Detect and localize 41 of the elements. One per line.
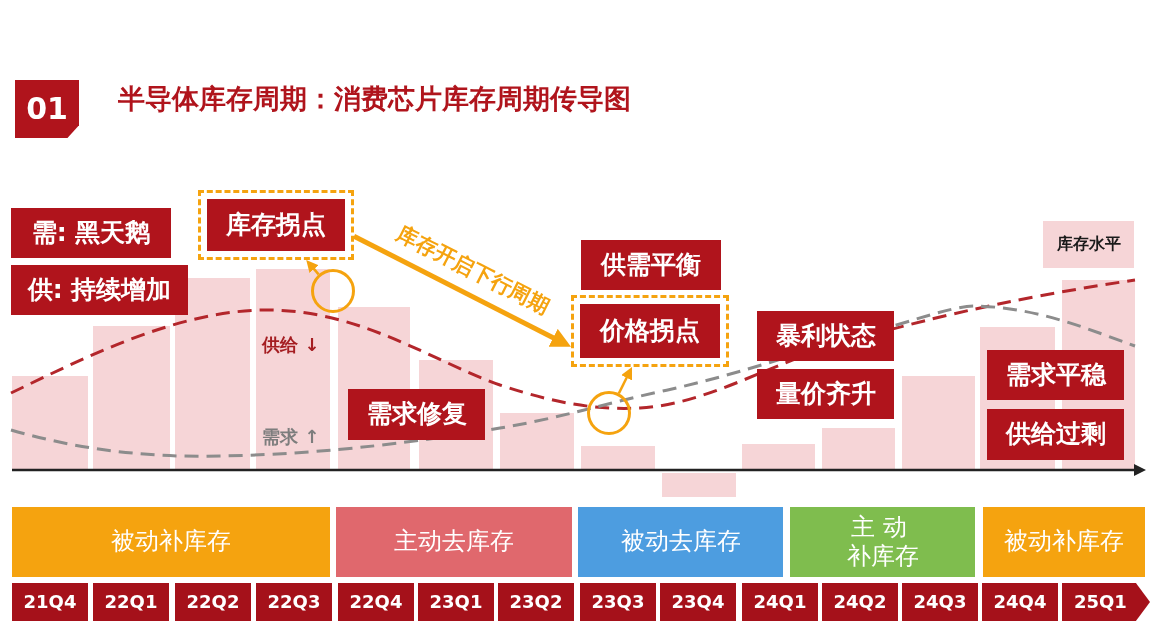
phase-band: 被动补库存 [12,507,330,577]
callout-label: 暴利状态 [757,311,894,361]
quarter-tag: 22Q1 [93,583,169,621]
highlight-circle [311,269,355,313]
callout-label: 库存拐点 [207,199,345,251]
title: 半导体库存周期：消费芯片库存周期传导图 [118,82,631,116]
quarter-tag: 24Q2 [822,583,898,621]
section-number-badge: 01 [15,80,79,138]
quarter-tag: 24Q4 [982,583,1058,621]
quarter-tag: 23Q4 [660,583,736,621]
highlight-frame [571,295,729,367]
curve-label: 需求 ↑ [262,425,320,449]
quarter-tag: 24Q3 [902,583,978,621]
quarter-tag: 22Q4 [338,583,414,621]
quarter-tag: 24Q1 [742,583,818,621]
quarter-tag: 22Q3 [256,583,332,621]
legend-label: 库存水平 [1056,234,1121,255]
callout-label: 供给过剩 [987,409,1124,460]
quarter-tag: 22Q2 [175,583,251,621]
quarter-tag: 23Q3 [580,583,656,621]
leader-arrow [306,260,320,276]
arrow [352,233,571,347]
leader-arrow [617,367,632,394]
quarter-tag: 21Q4 [12,583,88,621]
quarter-tag: 23Q2 [498,583,574,621]
callout-label: 价格拐点 [580,304,720,358]
callout-label: 供: 持续增加 [11,265,188,315]
callout-label: 需求修复 [348,389,485,440]
phase-band: 被动补库存 [983,507,1145,577]
phase-band: 主动补库存 [790,507,975,577]
callout-label: 需: 黑天鹅 [11,208,171,258]
callout-label: 量价齐升 [757,369,894,419]
callout-label: 需求平稳 [987,350,1124,400]
quarter-arrow-tag: 25Q1 [1062,583,1150,621]
highlight-frame [198,190,354,260]
highlight-circle [587,391,631,435]
curve-label: 供给 ↓ [262,333,320,357]
quarter-tag: 23Q1 [418,583,494,621]
phase-band: 被动去库存 [578,507,783,577]
callout-label: 供需平衡 [581,240,721,290]
phase-band: 主动去库存 [336,507,572,577]
